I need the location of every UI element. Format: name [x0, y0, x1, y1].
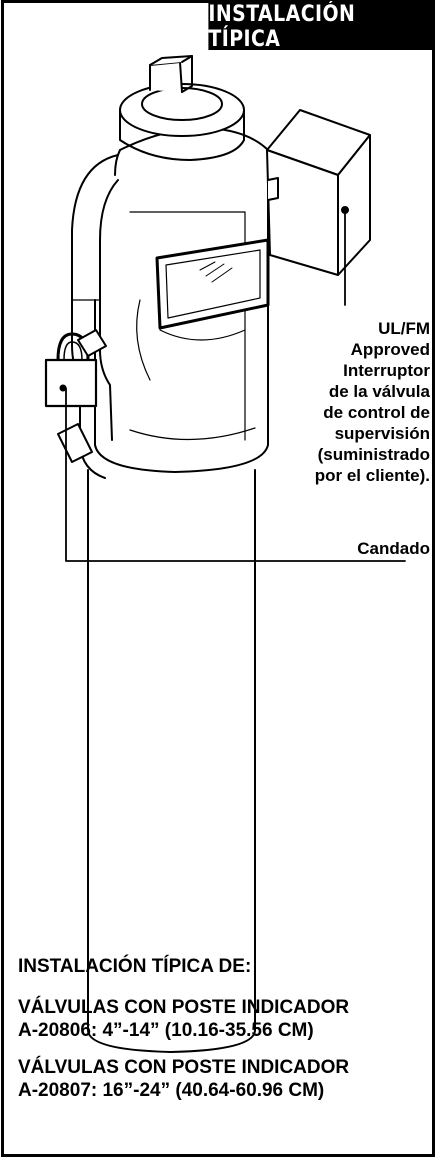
switch-callout-line: (suministrado [317, 445, 430, 464]
leader-lines [65, 209, 406, 562]
caption-valve-1-line-1: VÁLVULAS CON POSTE INDICADOR [18, 997, 350, 1018]
switch-callout-line: de la válvula [328, 382, 430, 401]
indicator-post-pipe [87, 469, 256, 1053]
valve-top-collar [119, 55, 245, 161]
switch-callout-line: UL/FM [378, 319, 430, 338]
caption-valve-2-line-1: VÁLVULAS CON POSTE INDICADOR [18, 1057, 350, 1078]
switch-callout: UL/FM Approved Interruptor de la válvula… [315, 318, 430, 486]
switch-callout-line: por el cliente). [314, 466, 430, 485]
supervisory-switch-drawing [266, 109, 371, 276]
indicator-window [155, 238, 270, 330]
switch-callout-line: Interruptor [343, 361, 430, 380]
switch-callout-line: supervisión [334, 424, 430, 443]
lock-arm [71, 154, 119, 479]
figure-caption: INSTALACIÓN TÍPICA DE: VÁLVULAS CON POST… [18, 955, 349, 1102]
switch-callout-line: de control de [323, 403, 430, 422]
caption-valve-1-line-2: A-20806: 4”-14” (10.16-35.56 CM) [18, 1020, 314, 1041]
padlock-callout: Candado [357, 539, 430, 558]
figure-title: INSTALACIÓN TÍPICA [208, 2, 432, 52]
caption-valve-2-line-2: A-20807: 16”-24” (40.64-60.96 CM) [18, 1080, 325, 1101]
caption-heading: INSTALACIÓN TÍPICA DE: [18, 956, 252, 977]
switch-callout-line: Approved [350, 340, 430, 359]
